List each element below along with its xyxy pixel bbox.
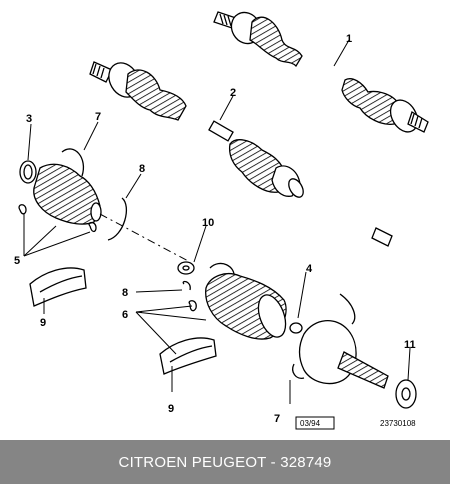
callout-7-left: 7: [95, 111, 101, 123]
boot-kit-left: [18, 148, 127, 307]
callout-2: 2: [230, 87, 236, 99]
assembly-axis-line: [99, 213, 191, 263]
caption-text: CITROEN PEUGEOT - 328749: [118, 453, 332, 471]
callout-8-right: 8: [122, 287, 128, 299]
callout-1: 1: [346, 33, 352, 45]
boot-kit-right: [159, 261, 303, 375]
callout-10: 10: [202, 217, 214, 229]
callout-4: 4: [306, 263, 313, 275]
exploded-parts-diagram: 1 2 3 7 8 5 9 10 4 8 6 9 7 11 03/94 2373…: [14, 11, 429, 430]
callout-7-right: 7: [274, 413, 280, 425]
outer-cv-joint: [292, 293, 417, 409]
callout-5: 5: [14, 255, 20, 267]
callout-8-left: 8: [139, 163, 145, 175]
callout-11: 11: [404, 339, 416, 351]
drive-shaft-2: [89, 61, 393, 247]
date-box: [295, 416, 335, 430]
callout-3: 3: [26, 113, 32, 125]
date-stamp: 03/94: [300, 419, 321, 428]
callout-9-right: 9: [168, 403, 174, 415]
callout-9-left: 9: [40, 317, 46, 329]
leader-lines: [23, 39, 411, 404]
reference-number: 23730108: [380, 419, 416, 428]
caption-bar: CITROEN PEUGEOT - 328749: [0, 440, 450, 484]
drive-shaft-1: [213, 11, 429, 133]
callout-6: 6: [122, 309, 128, 321]
